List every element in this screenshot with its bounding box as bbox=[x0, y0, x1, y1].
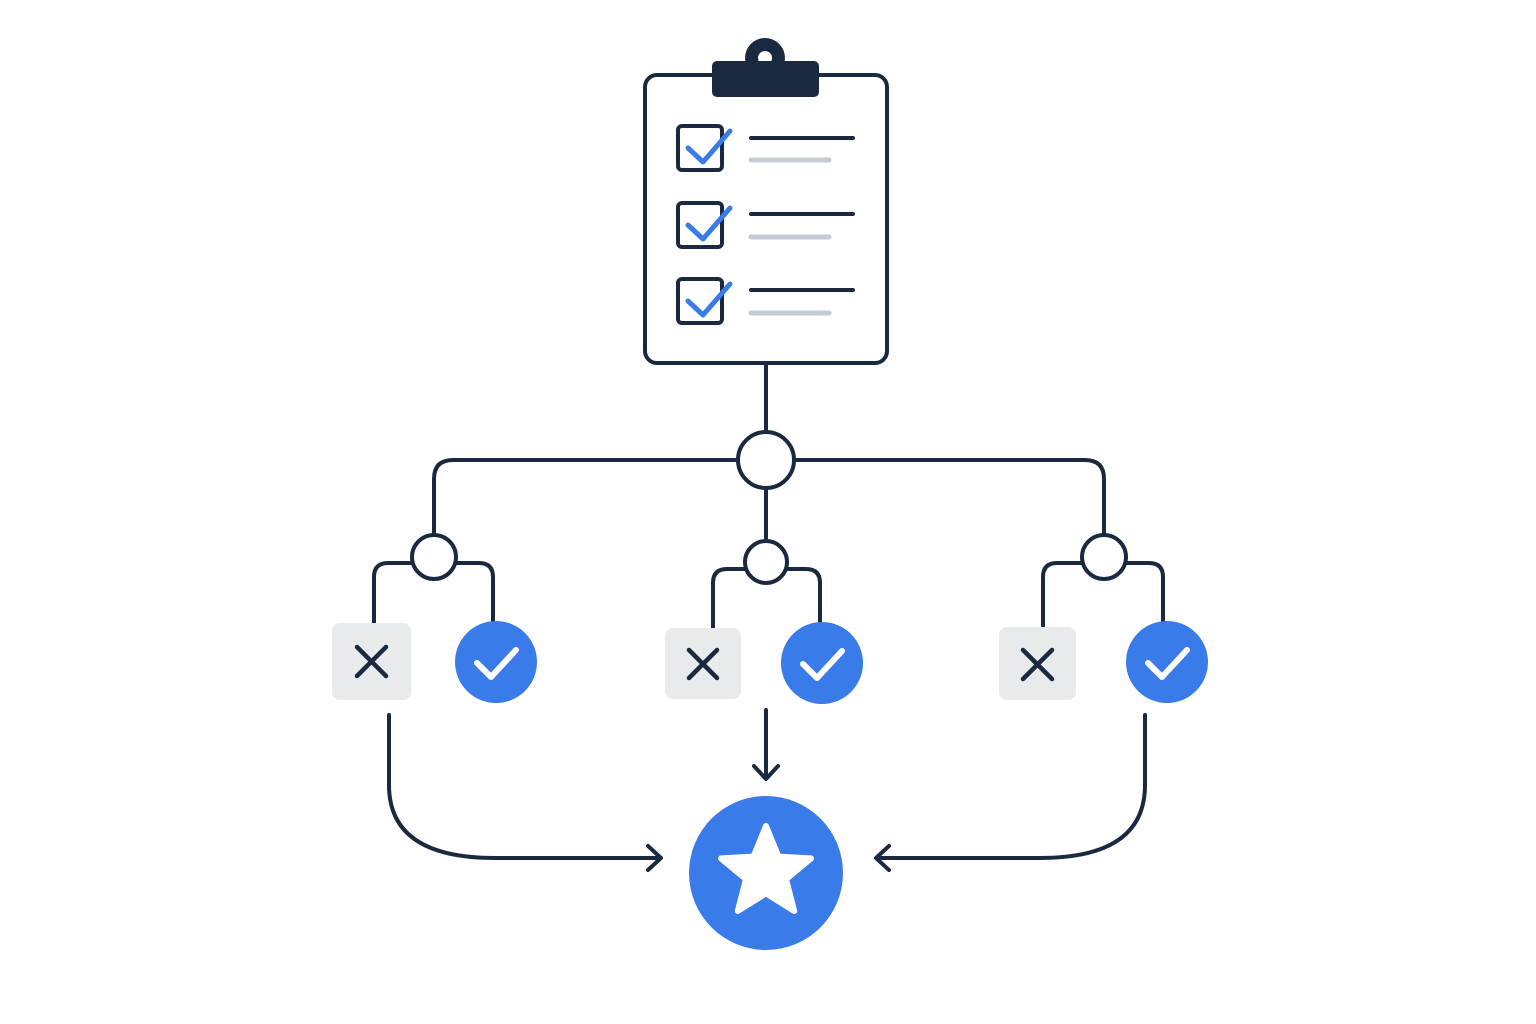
arrow-right-to-result bbox=[875, 713, 1147, 860]
x-icon bbox=[686, 647, 720, 681]
connector-center-to-reject bbox=[711, 567, 747, 630]
decision-node-right bbox=[1080, 533, 1128, 581]
check-icon bbox=[474, 647, 519, 680]
arrowhead-left bbox=[646, 844, 663, 872]
checkmark-icon bbox=[685, 205, 733, 242]
reject-tile-right bbox=[999, 627, 1076, 700]
accept-circle-left bbox=[455, 621, 537, 703]
checkbox bbox=[676, 201, 724, 249]
arrowhead-right bbox=[874, 844, 891, 872]
connector-right-to-accept bbox=[1124, 561, 1165, 624]
clipboard-board bbox=[643, 73, 889, 365]
connector-center-to-accept bbox=[785, 567, 822, 630]
root-junction-node bbox=[736, 430, 796, 490]
arrowhead-center bbox=[752, 764, 780, 781]
x-icon bbox=[1020, 647, 1055, 682]
check-icon bbox=[800, 648, 845, 681]
connector-root-to-left bbox=[432, 458, 740, 536]
decision-node-center bbox=[743, 539, 789, 585]
checklist-item bbox=[676, 201, 855, 249]
result-node bbox=[689, 796, 843, 950]
reject-tile-left bbox=[332, 623, 411, 700]
reject-tile-center bbox=[665, 628, 741, 699]
clipboard-clip bbox=[712, 61, 819, 97]
clipboard-icon bbox=[643, 38, 889, 365]
checkbox bbox=[676, 277, 724, 325]
checkmark-icon bbox=[685, 281, 733, 318]
connector-left-to-reject bbox=[372, 561, 414, 625]
checklist-item bbox=[676, 124, 855, 172]
accept-circle-center bbox=[781, 622, 863, 704]
connector-lines bbox=[372, 361, 1165, 872]
check-icon bbox=[1145, 647, 1190, 680]
decision-node-left bbox=[410, 533, 458, 581]
checkmark-icon bbox=[685, 128, 733, 165]
connector-left-to-accept bbox=[454, 561, 495, 625]
accept-circle-right bbox=[1126, 621, 1208, 703]
checklist-item bbox=[676, 277, 855, 325]
connector-right-to-reject bbox=[1041, 561, 1084, 629]
checkbox bbox=[676, 124, 724, 172]
arrow-left-to-result bbox=[387, 713, 662, 860]
x-icon bbox=[354, 644, 389, 679]
star-icon bbox=[718, 823, 814, 914]
connector-root-to-right bbox=[792, 458, 1106, 536]
